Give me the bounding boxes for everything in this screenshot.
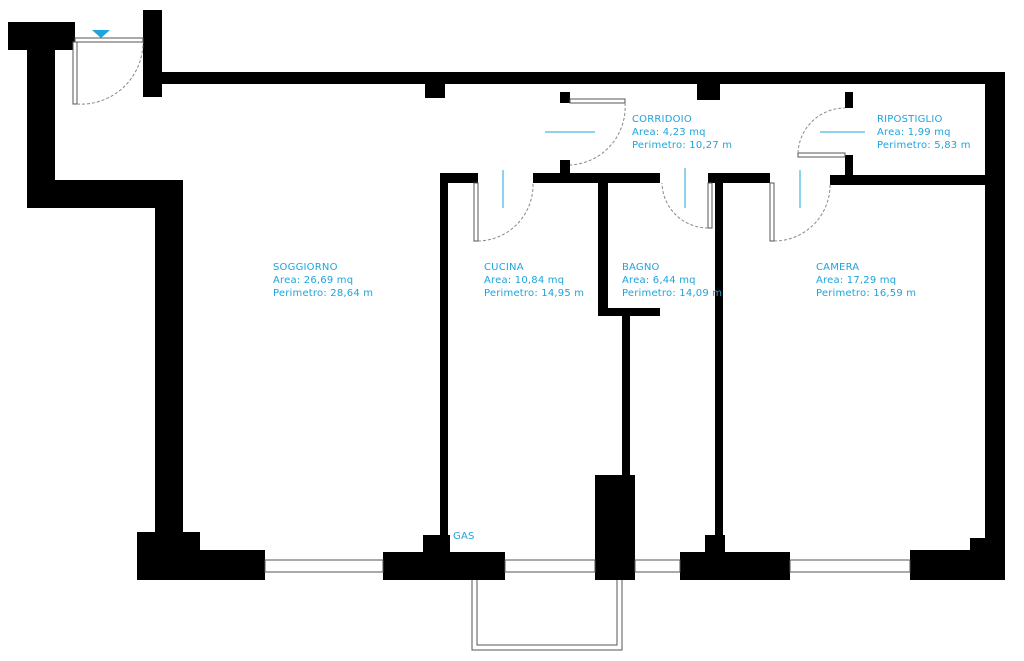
- room-label-soggiorno: SOGGIORNO Area: 26,69 mq Perimetro: 28,6…: [273, 261, 373, 300]
- door-markers: [92, 30, 865, 208]
- room-name: SOGGIORNO: [273, 262, 338, 273]
- room-perimeter: Perimetro: 28,64 m: [273, 288, 374, 299]
- room-perimeter: Perimetro: 16,59 m: [816, 288, 917, 299]
- room-area: Area: 17,29 mq: [816, 275, 897, 286]
- room-name: CAMERA: [816, 262, 860, 273]
- room-label-camera: CAMERA Area: 17,29 mq Perimetro: 16,59 m: [816, 261, 916, 300]
- gas-label: GAS: [453, 531, 475, 542]
- room-perimeter: Perimetro: 14,95 m: [484, 288, 585, 299]
- room-area: Area: 4,23 mq: [632, 127, 706, 138]
- room-perimeter: Perimetro: 10,27 m: [632, 140, 733, 151]
- room-perimeter: Perimetro: 5,83 m: [877, 140, 971, 151]
- room-perimeter: Perimetro: 14,09 m: [622, 288, 723, 299]
- room-name: CUCINA: [484, 262, 524, 273]
- room-area: Area: 26,69 mq: [273, 275, 354, 286]
- balcony: [471, 580, 623, 651]
- room-name: CORRIDOIO: [632, 114, 692, 125]
- room-area: Area: 6,44 mq: [622, 275, 696, 286]
- room-name: RIPOSTIGLIO: [877, 114, 943, 125]
- room-label-corridoio: CORRIDOIO Area: 4,23 mq Perimetro: 10,27…: [632, 113, 732, 152]
- room-name: BAGNO: [622, 262, 660, 273]
- room-area: Area: 10,84 mq: [484, 275, 565, 286]
- room-label-ripostiglio: RIPOSTIGLIO Area: 1,99 mq Perimetro: 5,8…: [877, 113, 971, 152]
- room-label-cucina: CUCINA Area: 10,84 mq Perimetro: 14,95 m: [484, 261, 584, 300]
- walls: [8, 10, 1005, 580]
- windows: [74, 37, 911, 573]
- room-label-bagno: BAGNO Area: 6,44 mq Perimetro: 14,09 m: [622, 261, 722, 300]
- entrance-arrow-icon: [92, 30, 110, 38]
- room-area: Area: 1,99 mq: [877, 127, 951, 138]
- doors: [72, 41, 846, 242]
